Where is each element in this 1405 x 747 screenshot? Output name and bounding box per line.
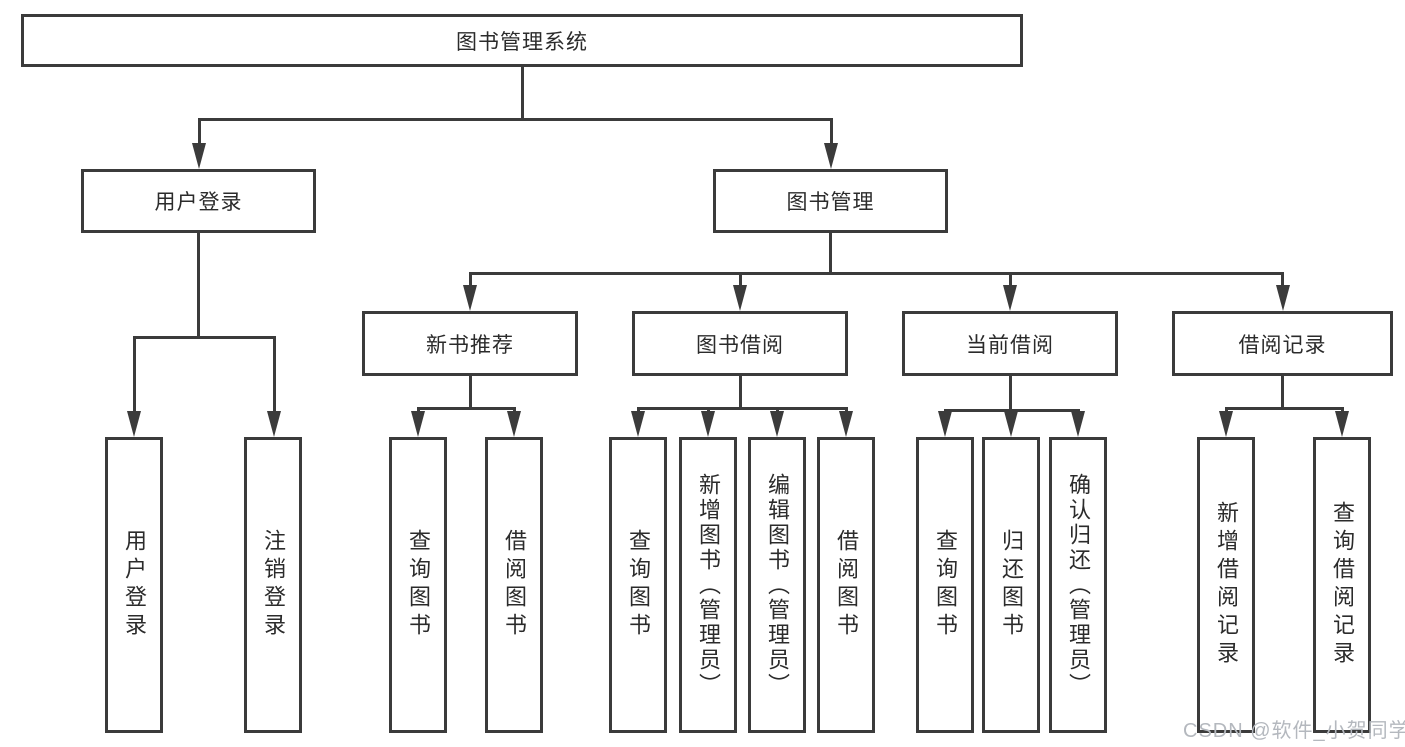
- leaf-bb-query-book: 查询图书: [609, 437, 667, 733]
- connector-drop: [706, 407, 710, 413]
- connector-book-borrow-hbar: [636, 407, 848, 410]
- arrow-down-icon: [411, 411, 425, 437]
- leaf-rec-query-book-label: 查询图书: [406, 529, 431, 641]
- connector-drop-new-book-rec: [468, 272, 472, 287]
- leaf-logout: 注销登录: [244, 437, 302, 733]
- connector-book-mgmt-trunk: [829, 233, 832, 272]
- node-user-login: 用户登录: [81, 169, 316, 233]
- connector-new-book-rec-hbar: [416, 407, 516, 410]
- node-root-library-system: 图书管理系统: [21, 14, 1023, 67]
- connector-drop: [636, 407, 640, 413]
- connector-book-borrow-trunk: [738, 376, 742, 407]
- csdn-watermark: CSDN @软件_小贺同学: [1183, 720, 1405, 742]
- arrow-down-icon: [1276, 285, 1290, 311]
- leaf-cb-confirm-return-label: 确认归还（管理员）: [1066, 472, 1091, 698]
- leaf-bb-add-book: 新增图书（管理员）: [679, 437, 737, 733]
- leaf-bb-borrow-book: 借阅图书: [817, 437, 875, 733]
- leaf-logout-label: 注销登录: [261, 529, 286, 641]
- node-current-borrow: 当前借阅: [902, 311, 1118, 376]
- node-book-mgmt: 图书管理: [713, 169, 948, 233]
- arrow-down-icon: [463, 285, 477, 311]
- arrow-down-icon: [1335, 411, 1349, 437]
- leaf-cb-query-book-label: 查询图书: [933, 529, 958, 641]
- leaf-br-add-record: 新增借阅记录: [1197, 437, 1255, 733]
- connector-drop: [1224, 407, 1228, 413]
- connector-borrow-record-hbar: [1224, 407, 1344, 410]
- connector-drop: [416, 407, 420, 413]
- leaf-bb-edit-book: 编辑图书（管理员）: [748, 437, 806, 733]
- leaf-user-login: 用户登录: [105, 437, 163, 733]
- leaf-cb-return-book: 归还图书: [982, 437, 1040, 733]
- leaf-rec-query-book: 查询图书: [389, 437, 447, 733]
- connector-drop-book-borrow: [738, 272, 742, 287]
- connector-drop: [512, 407, 516, 413]
- node-book-borrow: 图书借阅: [632, 311, 848, 376]
- connector-drop-current-borrow: [1008, 272, 1012, 287]
- arrow-down-icon: [1071, 411, 1085, 437]
- arrow-down-icon: [192, 143, 206, 169]
- leaf-rec-borrow-book: 借阅图书: [485, 437, 543, 733]
- connector-drop: [1340, 407, 1344, 413]
- node-root-label: 图书管理系统: [456, 30, 588, 54]
- leaf-user-login-label: 用户登录: [122, 529, 147, 641]
- leaf-cb-return-book-label: 归还图书: [999, 529, 1024, 641]
- arrow-down-icon: [1003, 285, 1017, 311]
- node-new-book-rec: 新书推荐: [362, 311, 578, 376]
- arrow-down-icon: [507, 411, 521, 437]
- connector-borrow-record-trunk: [1281, 376, 1284, 407]
- leaf-rec-borrow-book-label: 借阅图书: [502, 529, 527, 641]
- connector-drop-borrow-record: [1281, 272, 1284, 287]
- connector-drop-user-login: [197, 118, 201, 145]
- connector-drop-leaf-user-login: [132, 336, 136, 413]
- leaf-br-add-record-label: 新增借阅记录: [1214, 501, 1239, 669]
- leaf-cb-confirm-return: 确认归还（管理员）: [1049, 437, 1107, 733]
- connector-drop-leaf-logout: [272, 336, 276, 413]
- connector-user-login-hbar: [132, 336, 276, 339]
- arrow-down-icon: [733, 285, 747, 311]
- leaf-bb-add-book-label: 新增图书（管理员）: [696, 472, 721, 698]
- leaf-bb-query-book-label: 查询图书: [626, 529, 651, 641]
- leaf-bb-edit-book-label: 编辑图书（管理员）: [765, 472, 790, 698]
- arrow-down-icon: [631, 411, 645, 437]
- arrow-down-icon: [127, 411, 141, 437]
- arrow-down-icon: [839, 411, 853, 437]
- connector-drop-book-mgmt: [829, 118, 833, 145]
- node-new-book-rec-label: 新书推荐: [426, 333, 514, 357]
- arrow-down-icon: [701, 411, 715, 437]
- node-current-borrow-label: 当前借阅: [966, 333, 1054, 357]
- connector-root-trunk: [520, 67, 524, 118]
- connector-current-borrow-trunk: [1008, 376, 1012, 409]
- node-book-mgmt-label: 图书管理: [786, 191, 875, 214]
- connector-book-mgmt-hbar: [468, 272, 1284, 275]
- leaf-cb-query-book: 查询图书: [916, 437, 974, 733]
- arrow-down-icon: [267, 411, 281, 437]
- arrow-down-icon: [770, 411, 784, 437]
- node-borrow-record: 借阅记录: [1172, 311, 1393, 376]
- node-borrow-record-label: 借阅记录: [1238, 333, 1327, 357]
- connector-root-hbar: [197, 118, 833, 121]
- leaf-br-query-record: 查询借阅记录: [1313, 437, 1371, 733]
- connector-new-book-rec-trunk: [468, 376, 472, 407]
- connector-drop: [844, 407, 848, 413]
- connector-user-login-trunk: [197, 233, 200, 336]
- arrow-down-icon: [1219, 411, 1233, 437]
- node-book-borrow-label: 图书借阅: [696, 333, 784, 357]
- arrow-down-icon: [824, 143, 838, 169]
- arrow-down-icon: [1004, 411, 1018, 437]
- leaf-br-query-record-label: 查询借阅记录: [1330, 501, 1355, 669]
- node-user-login-label: 用户登录: [154, 191, 243, 214]
- arrow-down-icon: [938, 411, 952, 437]
- connector-drop: [775, 407, 779, 413]
- leaf-bb-borrow-book-label: 借阅图书: [834, 529, 859, 641]
